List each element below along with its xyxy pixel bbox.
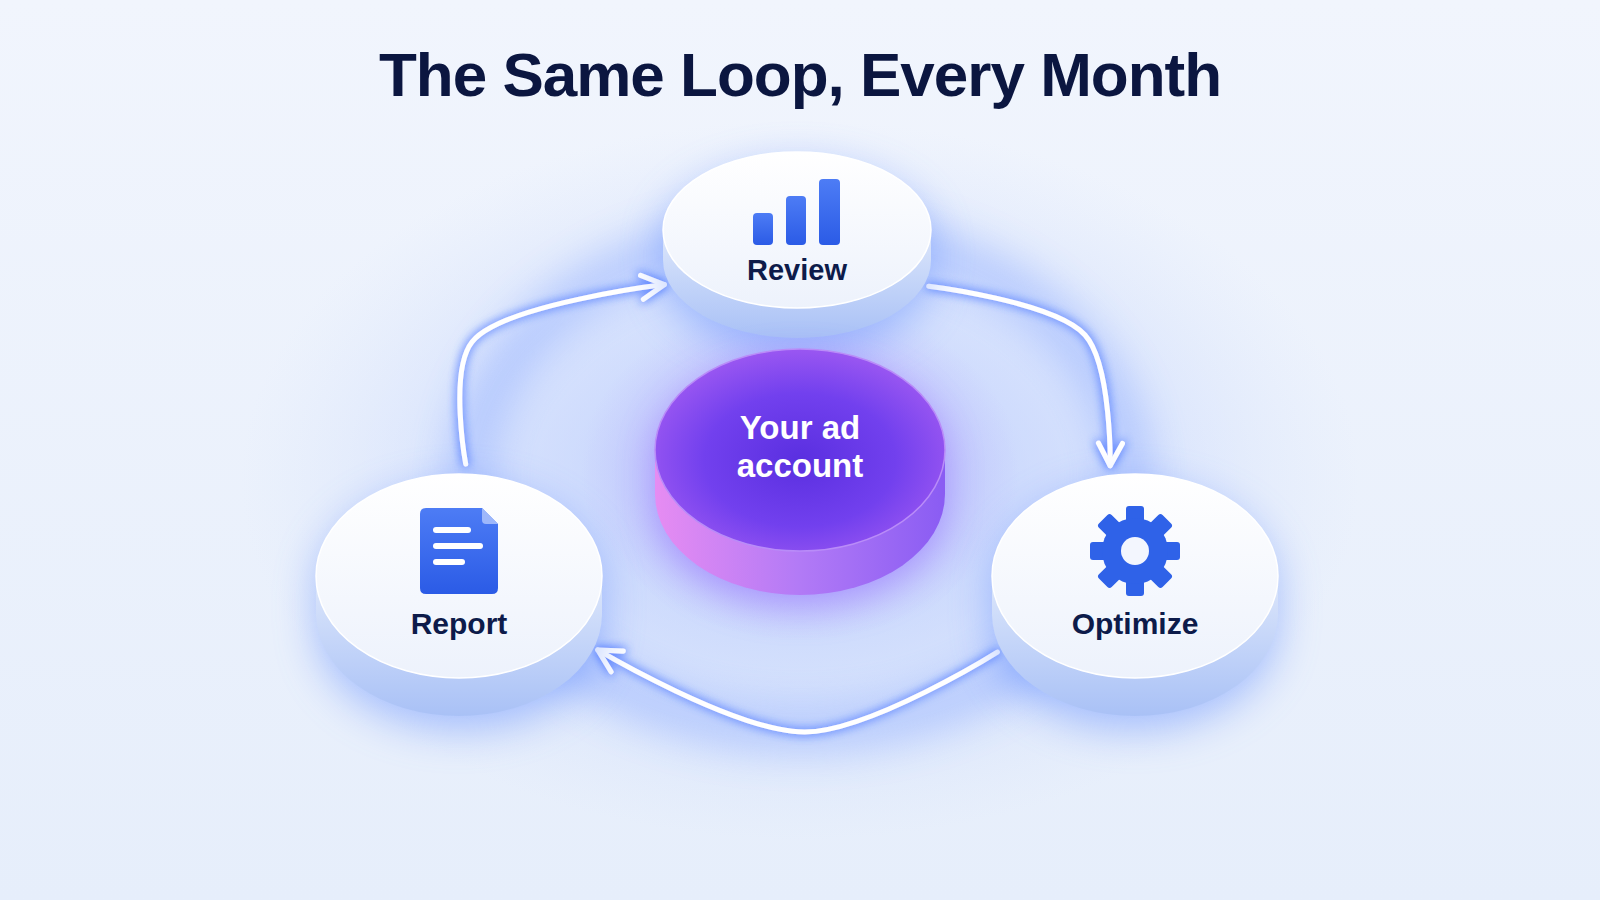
- diagram-title: The Same Loop, Every Month: [0, 38, 1600, 112]
- gear-tooth: [1090, 542, 1110, 560]
- step-disc: Review: [663, 152, 931, 338]
- disc-shape: [992, 474, 1278, 716]
- gear-tooth: [1146, 562, 1173, 589]
- disc-top: [655, 349, 945, 551]
- cycle-arrow: [929, 286, 1110, 466]
- gear-tooth: [1126, 506, 1144, 526]
- cycle-arrow: [460, 285, 665, 465]
- cycle-arrow: [598, 650, 998, 732]
- disc-shape: [663, 152, 931, 338]
- gear-tooth: [1097, 562, 1124, 589]
- gear-tooth: [1126, 576, 1144, 596]
- document-line: [433, 527, 471, 533]
- chart-bar: [819, 179, 840, 245]
- chart-bar: [753, 213, 773, 245]
- document-fold: [482, 508, 498, 524]
- gear-tooth: [1146, 513, 1173, 540]
- disc-top: [663, 152, 931, 308]
- disc-shape: [316, 474, 602, 716]
- gear-tooth: [1097, 513, 1124, 540]
- document-icon: [420, 508, 498, 594]
- node-label: Your ad account: [693, 409, 908, 485]
- document-line: [433, 559, 465, 565]
- chart-bar: [786, 196, 806, 245]
- gear-tooth: [1160, 542, 1180, 560]
- gear-icon: [1090, 506, 1180, 596]
- disc-top: [992, 474, 1278, 678]
- disc-top: [316, 474, 602, 678]
- document-sheet: [420, 508, 498, 594]
- node-label: Optimize: [1010, 607, 1260, 642]
- gear-hole: [1121, 537, 1149, 565]
- bar-chart-icon: [753, 179, 840, 245]
- gear-body: [1102, 518, 1168, 584]
- background-glow: [240, 120, 1360, 840]
- node-label: Review: [677, 254, 917, 287]
- hub-disc: Your ad account: [655, 349, 945, 595]
- center-glow: [580, 300, 1020, 640]
- document-line: [433, 543, 483, 549]
- step-disc: Report: [316, 474, 602, 716]
- step-disc: Optimize: [992, 474, 1278, 716]
- node-label: Report: [334, 607, 584, 642]
